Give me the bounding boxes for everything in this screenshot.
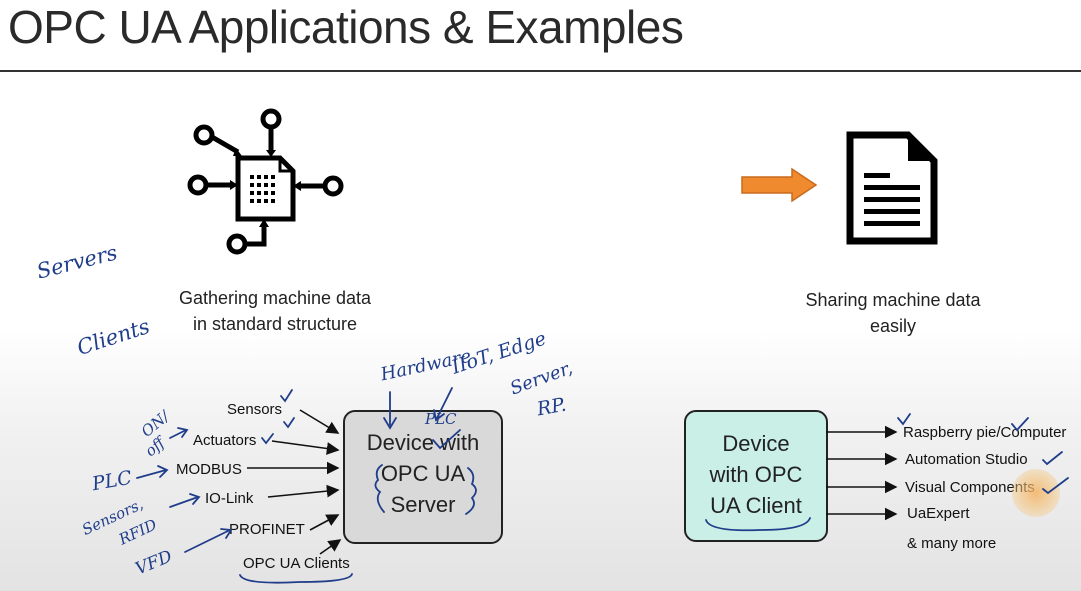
orange-right-arrow-icon <box>741 167 818 203</box>
input-actuators: Actuators <box>193 432 257 449</box>
input-io-link: IO-Link <box>205 490 254 507</box>
input-sensors: Sensors <box>227 401 283 418</box>
output-visual-components: Visual Components <box>905 479 1035 496</box>
client-box-label: Device with OPC UA Client <box>686 428 826 521</box>
gathering-caption-line-2: in standard structure <box>192 314 358 334</box>
server-device-box <box>343 410 503 544</box>
slide-title: OPC UA Applications & Examples <box>8 1 684 53</box>
sharing-caption-line-2: easily <box>869 316 917 336</box>
input-modbus: MODBUS <box>176 461 242 478</box>
client-box-line-2: with OPC <box>709 462 803 487</box>
output-automation-studio: Automation Studio <box>905 451 1028 468</box>
output-many-more: & many more <box>907 535 997 552</box>
client-device-box <box>684 410 828 542</box>
server-box-line-2: OPC UA <box>380 461 466 486</box>
output-raspberry-pi: Raspberry pie/Computer <box>903 424 1067 441</box>
server-box-label: Device with OPC UA Server <box>345 427 501 520</box>
gathering-caption: Gathering machine data in standard struc… <box>150 285 400 337</box>
gathering-caption-line-1: Gathering machine data <box>178 288 372 308</box>
client-box-line-1: Device <box>722 431 790 456</box>
cursor-highlight <box>1012 469 1060 517</box>
input-profinet: PROFINET <box>229 521 305 538</box>
client-box-line-3: UA Client <box>710 493 802 518</box>
sharing-caption: Sharing machine data easily <box>773 287 1013 339</box>
server-box-line-3: Server <box>390 492 456 517</box>
document-icon <box>846 131 938 245</box>
handwritten-plc-top: PLC <box>425 410 457 428</box>
output-uaexpert: UaExpert <box>907 505 970 522</box>
server-box-line-1: Device with <box>366 430 480 455</box>
sharing-caption-line-1: Sharing machine data <box>805 290 981 310</box>
title-divider <box>0 70 1081 72</box>
input-opc-ua-clients: OPC UA Clients <box>243 555 350 572</box>
